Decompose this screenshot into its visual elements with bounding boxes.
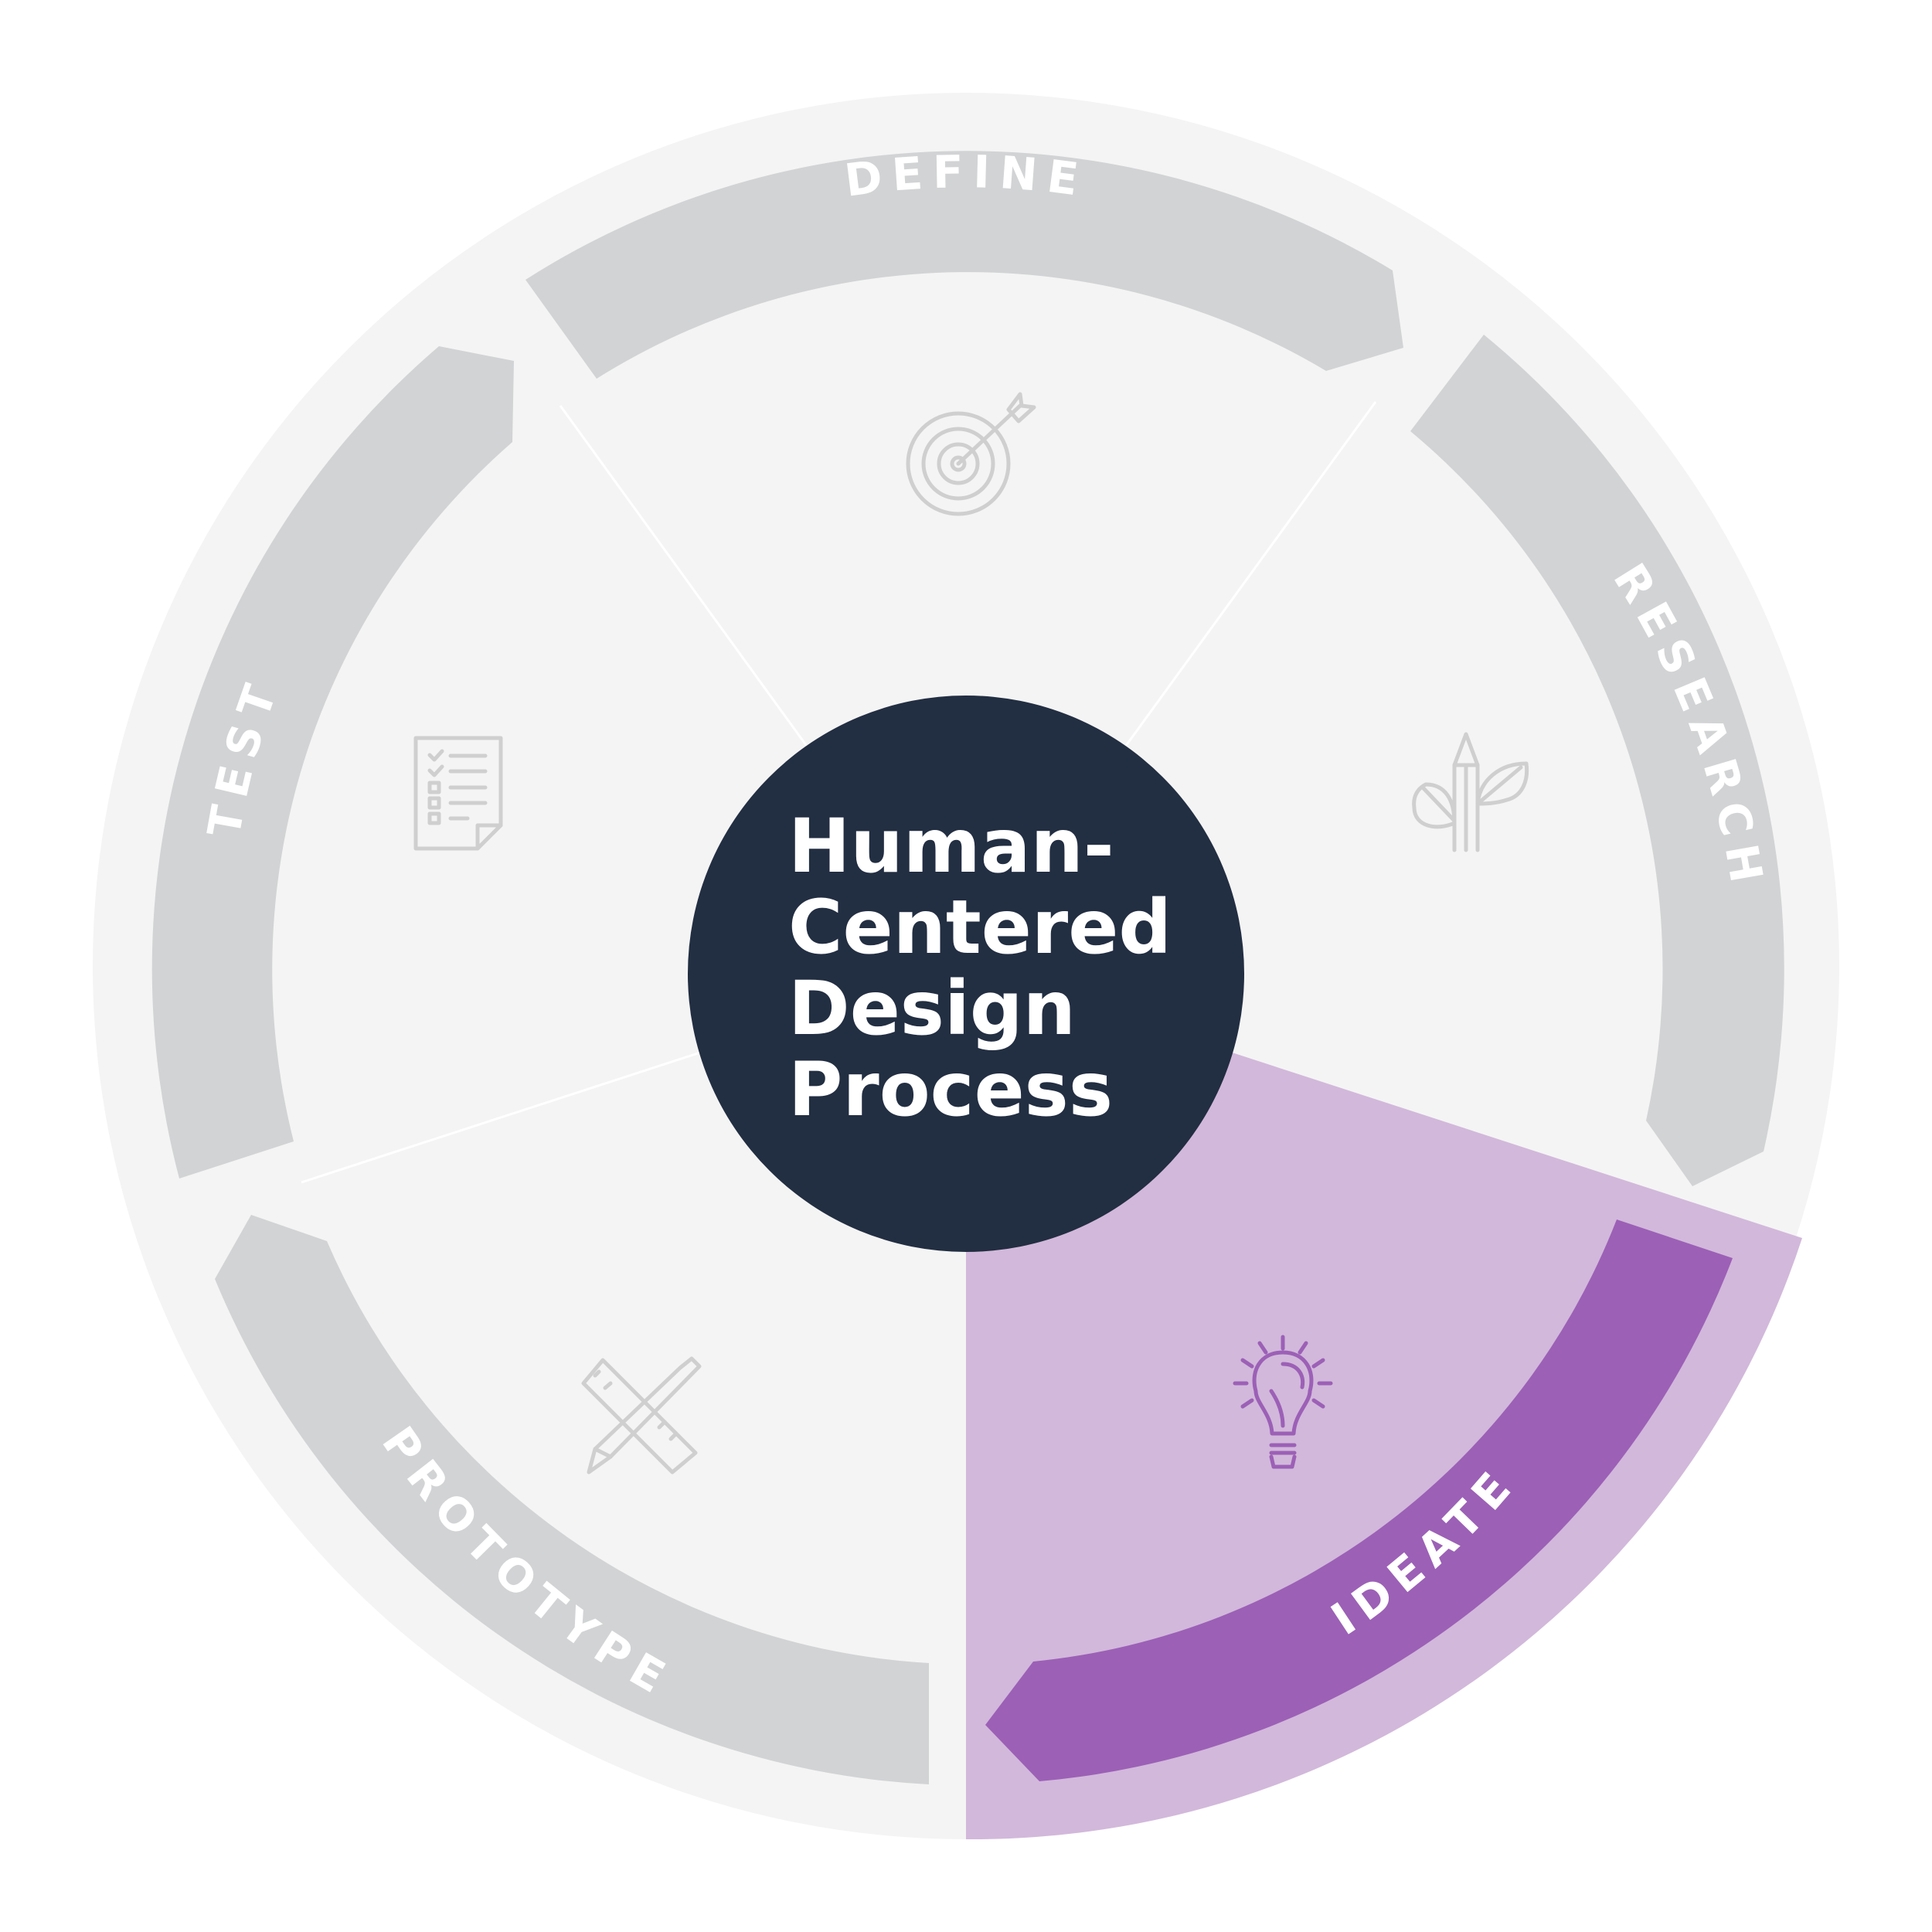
pencil-ruler-icon	[581, 1356, 702, 1475]
center-title-line-4: Process	[788, 1046, 1113, 1133]
center-title: Human- Centered Design Process	[788, 803, 1172, 1133]
lightbulb-icon	[1233, 1335, 1333, 1469]
checklist-icon	[413, 736, 503, 851]
band-ideate[interactable]	[985, 1219, 1733, 1781]
svg-text:DEFINE: DEFINE	[842, 145, 1090, 207]
center-title-line-3: Design	[788, 965, 1076, 1052]
target-icon	[906, 392, 1036, 516]
band-test[interactable]	[151, 346, 514, 1179]
band-research[interactable]	[1410, 335, 1784, 1186]
pencil-leaves-icon	[1412, 732, 1529, 852]
stage-label-define: DEFINE	[842, 145, 1081, 207]
ideate-sector[interactable]	[966, 966, 1802, 1840]
center-title-line-1: Human-	[788, 803, 1114, 889]
center-title-line-2: Centered	[788, 884, 1172, 971]
band-define[interactable]	[526, 151, 1403, 379]
center-circle	[688, 696, 1244, 1252]
band-prototype[interactable]	[215, 1215, 929, 1784]
